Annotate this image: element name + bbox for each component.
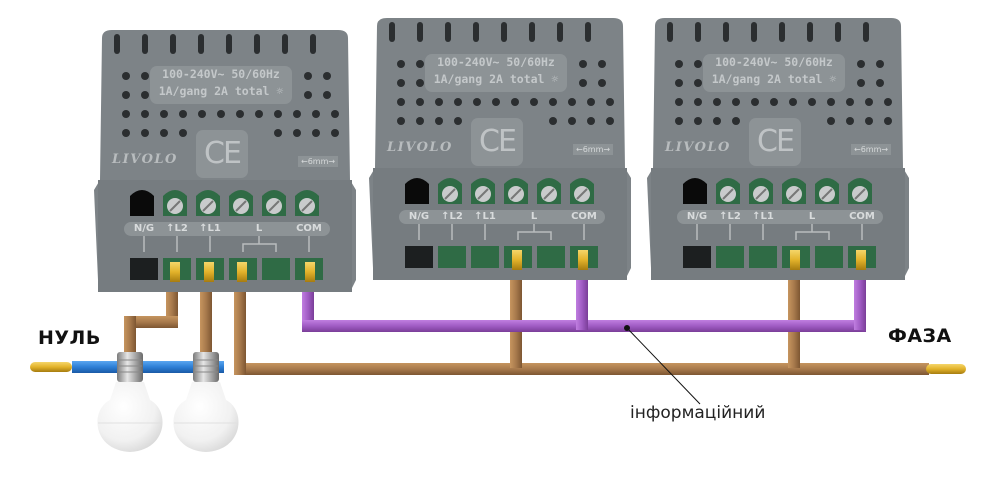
terminal-label-l1: ↑L1 [752,211,774,222]
brand-logo: LIVOLO [112,152,178,167]
phase-wire [234,268,966,375]
terminal-label-l: L [530,211,538,222]
info-leader [624,325,701,405]
terminal-label-ng: N/G [408,211,430,222]
terminal-label-com: COM [571,211,597,222]
info-wire-label: інформаційний [630,403,766,423]
terminal-label-com: COM [296,223,322,234]
brand-logo: LIVOLO [665,140,731,155]
terminal-label-l1: ↑L1 [199,223,221,234]
terminal-label-l: L [808,211,816,222]
terminal-label-l2: ↑L2 [441,211,463,222]
brand-logo: LIVOLO [387,140,453,155]
neutral-wire [30,361,224,373]
lamp-2 [173,352,239,452]
terminal-label-l1: ↑L1 [474,211,496,222]
info-wire [302,268,866,332]
ce-mark: CE [196,130,248,178]
neutral-label: НУЛЬ [38,327,101,349]
ce-mark: CE [749,118,801,166]
terminal-label-ng: N/G [686,211,708,222]
strip-length: ←6mm→ [573,144,614,155]
terminal-label-l2: ↑L2 [719,211,741,222]
terminal-label-l: L [255,223,263,234]
phase-label: ФАЗА [888,325,952,347]
lamp-1 [97,352,163,452]
strip-length: ←6mm→ [298,156,339,167]
terminal-label-l2: ↑L2 [166,223,188,234]
ce-mark: CE [471,118,523,166]
terminal-label-ng: N/G [133,223,155,234]
terminal-label-com: COM [849,211,875,222]
strip-length: ←6mm→ [851,144,892,155]
